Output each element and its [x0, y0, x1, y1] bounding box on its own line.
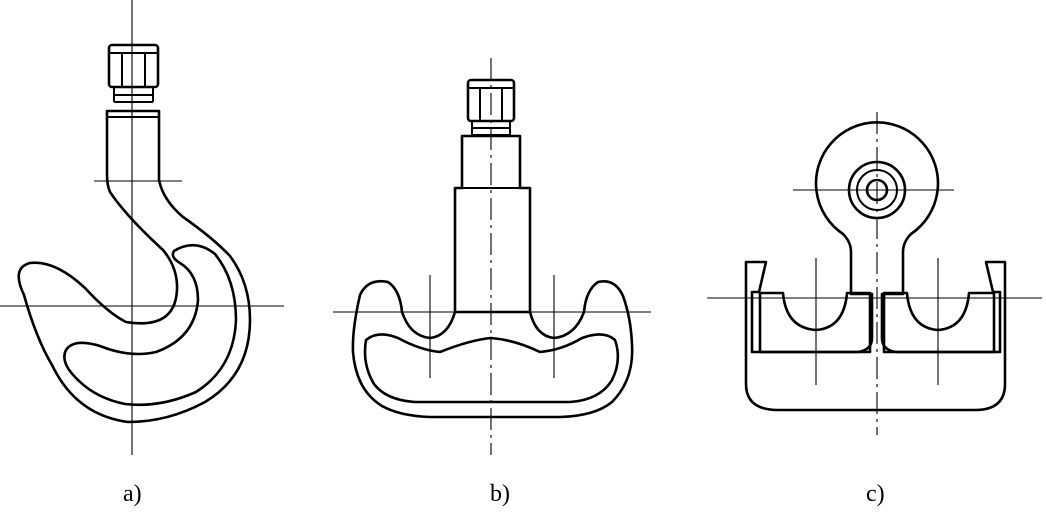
caption-c: c) — [866, 481, 885, 507]
hook-b-inner-contour — [363, 333, 620, 404]
hook-c-left-seat — [758, 291, 872, 354]
hook-b-outer-contour — [351, 280, 634, 419]
single-hook-drawing — [0, 0, 284, 455]
hook-a-nut — [107, 43, 160, 103]
hook-c-eye-ring-outer — [847, 160, 907, 220]
caption-b: b) — [490, 481, 510, 507]
double-seat-hook-drawing — [707, 112, 1042, 435]
hook-c-eye-ring-middle — [856, 169, 898, 211]
caption-a: a) — [123, 481, 142, 507]
hook-a-inner-contour — [63, 243, 238, 407]
beam-hook-drawing — [333, 58, 651, 455]
hook-c-eye-ring-inner — [865, 178, 889, 202]
hook-a-outer-contour — [17, 109, 252, 424]
hook-c-right-seat — [882, 291, 996, 354]
hook-b-shank — [453, 134, 532, 314]
hook-c-outer-contour — [744, 121, 1007, 412]
